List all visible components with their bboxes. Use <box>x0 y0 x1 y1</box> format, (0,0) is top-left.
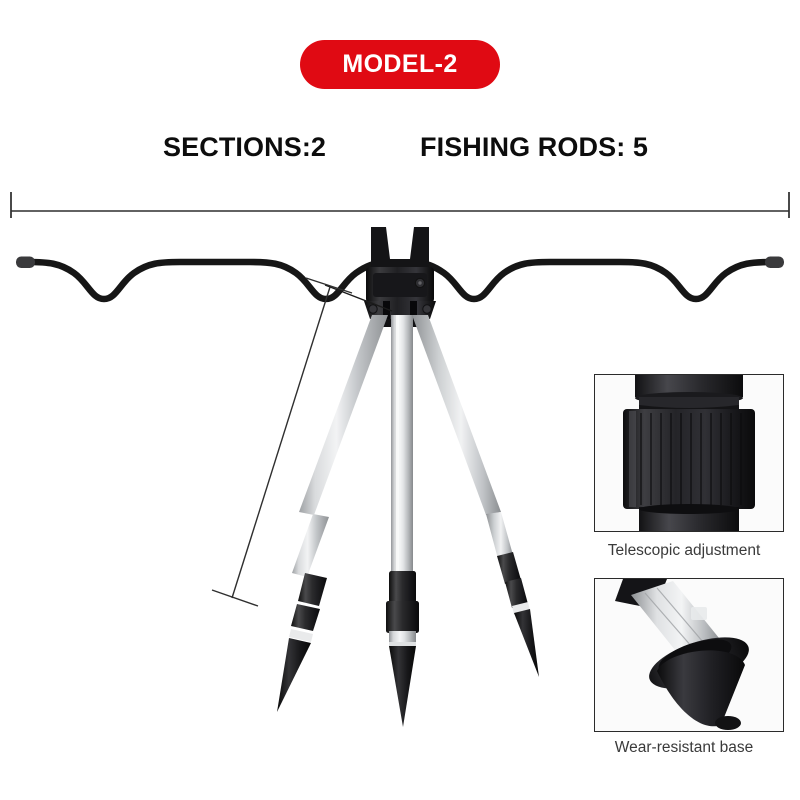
spec-fishing-rods-label: FISHING RODS: 5 <box>420 131 649 162</box>
tripod-leg-left <box>277 315 388 712</box>
head-lower-clamp <box>364 301 436 319</box>
leg-center-upper-tube <box>391 315 413 573</box>
leg-right-collar-upper <box>497 552 521 584</box>
leg-length-span-line <box>231 286 331 599</box>
tripod-leg-right <box>412 315 539 677</box>
leg-left-collar-lower <box>291 604 320 631</box>
leg-center-ferrule-ring <box>389 642 416 647</box>
head-screw-lower-right <box>422 304 432 314</box>
inset-wear-resistant-base <box>594 578 784 732</box>
head-slot-left <box>383 301 390 319</box>
leg-center-highlight <box>396 315 399 573</box>
product-illustration <box>16 227 784 727</box>
leg-right-spike <box>514 609 539 677</box>
head-leader-line <box>324 284 393 312</box>
leg-left-upper-tube <box>299 315 388 515</box>
model-badge: MODEL-2 <box>300 40 500 89</box>
caption-base-text: Wear-resistant base <box>614 739 754 756</box>
wire-bar-left-half <box>24 258 390 303</box>
wire-bar-end-cap-left <box>16 256 35 268</box>
leg-right-collar-lower <box>505 578 528 608</box>
leg-center-exposed-tube <box>389 631 416 644</box>
leg-left-lower-tube <box>292 514 329 577</box>
inset-telescopic-adjustment <box>594 374 784 532</box>
model-badge-label: MODEL-2 <box>342 50 458 78</box>
head-screw-right-slot <box>418 281 422 285</box>
tripod-leg-center <box>386 315 419 727</box>
head-v-prongs <box>371 227 429 275</box>
spec-sections-label: SECTIONS:2 <box>163 131 327 162</box>
leg-right-upper-tube <box>412 315 501 515</box>
leg-center-spike <box>389 646 416 727</box>
spec-sections: SECTIONS:2 <box>163 130 326 164</box>
caption-telescopic-text: Telescopic adjustment <box>607 542 761 559</box>
leg-left-collar-upper <box>298 573 327 606</box>
wire-bar-right-half <box>410 258 776 303</box>
wear-resistant-base-photo <box>595 579 783 731</box>
leg-length-tick-top <box>305 277 353 294</box>
leg-length-dimension-line <box>211 277 353 607</box>
leg-center-collar-lower <box>386 601 419 633</box>
caption-telescopic-adjustment: Telescopic adjustment <box>578 542 790 560</box>
head-screw-left <box>368 304 378 314</box>
spec-fishing-rods: FISHING RODS: 5 <box>420 130 648 164</box>
leg-left-spike <box>277 638 311 712</box>
v-bracket-head <box>364 227 436 327</box>
wire-bar-end-cap-right <box>765 256 784 268</box>
leg-right-lower-tube <box>486 512 513 559</box>
telescopic-collar-photo <box>595 375 783 531</box>
leg-length-tick-bottom <box>211 589 259 607</box>
head-slot-right <box>410 301 417 319</box>
leg-left-ferrule-ring <box>289 629 313 642</box>
rod-rest-wire-bar <box>16 256 784 303</box>
head-face-plate <box>373 273 427 297</box>
leg-center-collar-upper <box>389 571 416 603</box>
caption-wear-resistant-base: Wear-resistant base <box>578 739 790 757</box>
overall-width-dimension-line <box>10 192 790 218</box>
